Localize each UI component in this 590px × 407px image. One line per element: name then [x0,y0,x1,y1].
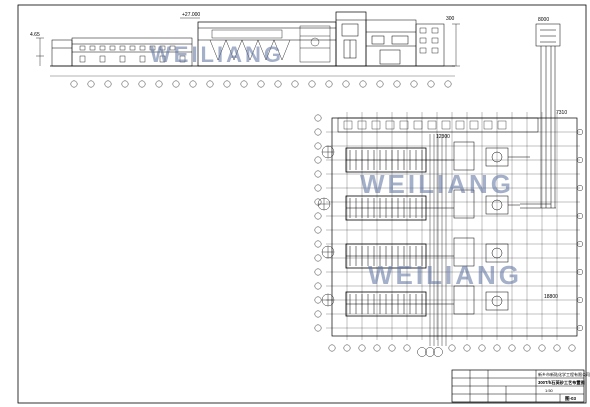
elevation-right-mark: 300 [446,16,455,22]
watermark: WEILIANG [368,260,522,290]
conveyor-bundle [429,134,447,346]
title-company: 新乡市新陆化学工程有限公司 [538,371,590,377]
plan-view [326,112,580,340]
process-line-4 [345,285,509,317]
elevation-view [36,11,460,67]
process-line-2 [345,189,520,221]
elevation-left-mark: 4.65 [30,32,40,38]
plan-dim-right: 7310 [556,110,567,116]
exhaust-stack [520,23,561,209]
title-drawing-no: 图-03 [565,395,577,402]
elevation-equipment [209,25,331,63]
title-project: 300T/h石英砂工艺布置图 [538,379,585,386]
plan-grid-vertical [346,112,558,340]
plan-axis-left [314,114,335,332]
process-line-3 [345,237,509,269]
title-scale: 1:50 [545,388,554,393]
watermark: WEILIANG [150,42,284,67]
plan-axis-right [577,128,584,332]
plan-dim-top: 12300 [436,134,450,140]
watermark: WEILIANG [360,169,514,199]
plan-dim-bottom: 18800 [544,294,558,300]
title-block [451,369,585,403]
elevation-axis-bubbles [50,75,455,88]
plan-axis-bottom [328,344,576,357]
drawing-frame [17,4,587,404]
process-line-1 [345,141,530,173]
stack-mark: 8000 [538,17,549,23]
elevation-top-mark: +27.000 [182,12,200,18]
elevation-windows-left [79,45,186,63]
